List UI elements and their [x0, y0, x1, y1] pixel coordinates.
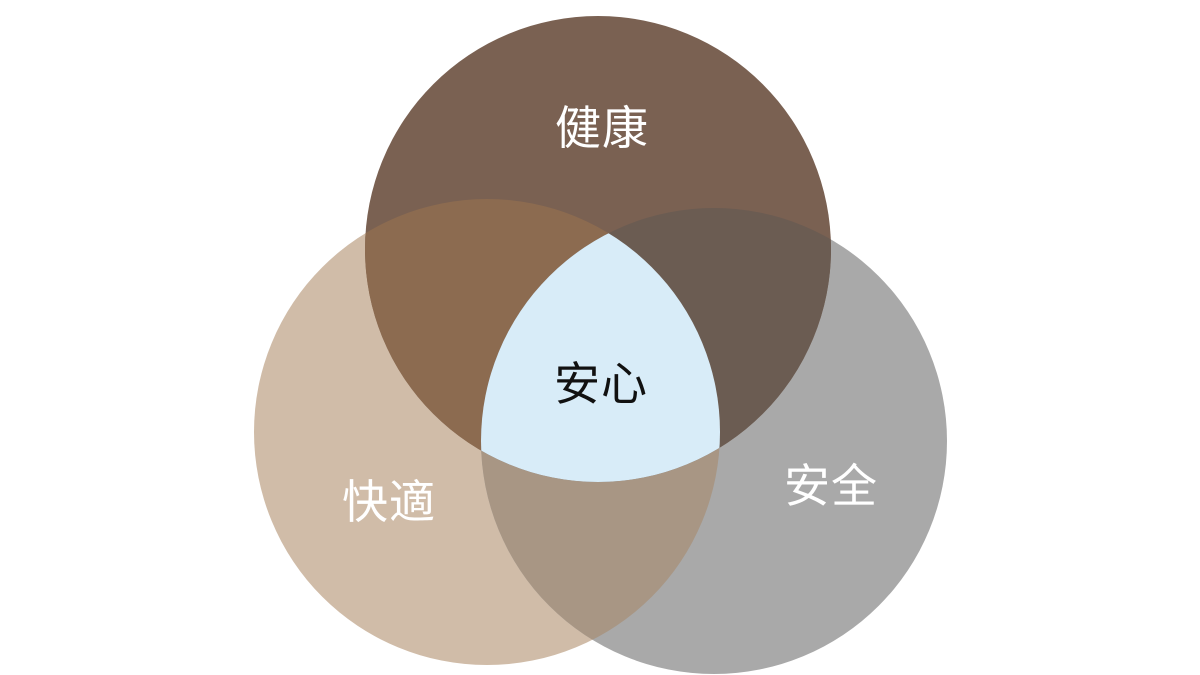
label-comfort: 快適: [342, 475, 436, 529]
label-health: 健康: [555, 101, 649, 155]
label-safety: 安全: [784, 459, 878, 513]
overlap-center: [481, 208, 720, 482]
label-center: 安心: [554, 357, 648, 411]
